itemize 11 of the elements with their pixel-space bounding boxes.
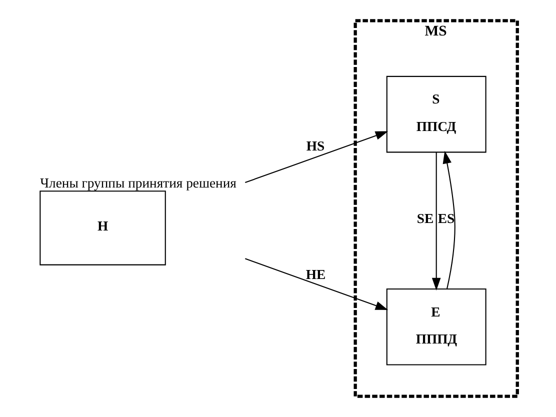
edge-label: ES: [437, 211, 454, 226]
arrow: [244, 131, 388, 184]
node-label: Члены группы принятия решения: [40, 175, 236, 190]
arrow: [431, 152, 440, 290]
arrow: [442, 150, 455, 289]
edge-label: SE: [416, 211, 434, 226]
node-box: E ПППД: [386, 288, 486, 366]
edge-label: HE: [305, 266, 326, 282]
node-box: S ППСД: [386, 76, 486, 153]
edge-label: HS: [306, 138, 324, 154]
arrow: [244, 258, 388, 310]
